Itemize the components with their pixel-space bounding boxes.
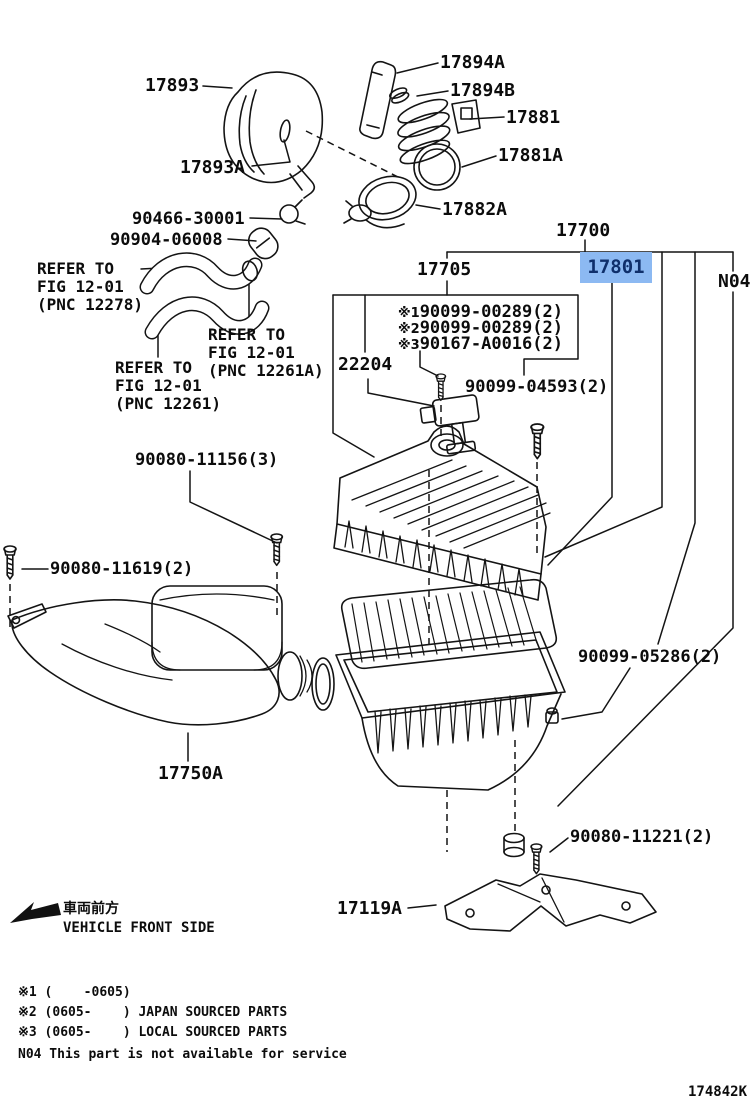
vehicle-front-label-jp: 車両前方	[63, 901, 119, 917]
bolt-90080-11221-icon	[530, 843, 543, 875]
refer-note-pnc12261: REFER TO FIG 12-01 (PNC 12261)	[115, 358, 221, 413]
clamp-90466-drawing	[279, 199, 306, 225]
refer-note-pnc12261a: REFER TO FIG 12-01 (PNC 12261A)	[208, 325, 324, 380]
sub1-marker: ※1	[398, 306, 420, 321]
callout-17750a: 17750A	[158, 763, 224, 784]
callout-n04: N04	[718, 271, 751, 292]
inlet-pipe-drawing	[359, 60, 397, 140]
vehicle-front-arrow-icon	[10, 902, 61, 923]
air-cleaner-cap-drawing	[333, 425, 551, 601]
vacuum-hoses-drawing	[139, 252, 270, 340]
callout-90904-06008: 90904-06008	[110, 230, 223, 250]
screw-90099-04593-icon	[435, 373, 447, 402]
callout-90080-11156: 90080-11156(3)	[135, 450, 279, 470]
lower-hose-drawing	[343, 175, 417, 229]
callout-17700: 17700	[556, 220, 611, 241]
callout-90099-04593: 90099-04593(2)	[465, 377, 609, 397]
callout-17881a: 17881A	[498, 145, 564, 166]
callout-90466-30001: 90466-30001	[132, 209, 245, 229]
footnote-3: ※3 (0605- ) LOCAL SOURCED PARTS	[18, 1025, 288, 1040]
callout-17894b: 17894B	[450, 80, 516, 101]
callout-17801-selected[interactable]: 17801	[580, 252, 652, 283]
maf-sensor-drawing	[419, 394, 480, 455]
connector-90904-drawing	[247, 227, 279, 260]
sub2-marker: ※2	[398, 322, 420, 337]
screw-90080-11156-icon	[270, 533, 284, 567]
substitution-note-2: ※290099-00289(2)	[398, 318, 563, 338]
callout-17881: 17881	[506, 107, 561, 128]
sub3-marker: ※3	[398, 338, 420, 353]
bracket-17119a-drawing	[444, 873, 657, 932]
drawing-code: 174842K	[688, 1084, 748, 1100]
sub1-number: 90099-00289(2)	[419, 302, 563, 322]
resonator-drawing	[223, 71, 324, 199]
footnote-n04: N04 This part is not available for servi…	[18, 1047, 347, 1062]
hose-clamp-ring-drawing	[413, 143, 461, 191]
air-inlet-duct-drawing	[7, 585, 313, 726]
air-hose-drawing	[397, 98, 481, 165]
footnote-1: ※1 ( -0605)	[18, 985, 131, 1000]
clamp-17894b-drawing	[389, 87, 410, 104]
substitution-note-3: ※390167-A0016(2)	[398, 334, 563, 354]
callout-90080-11619: 90080-11619(2)	[50, 559, 194, 579]
screw-90099-04593b-icon	[530, 423, 545, 460]
sub3-number: 90167-A0016(2)	[419, 334, 563, 354]
bolt-90080-11619-icon	[3, 545, 17, 580]
air-cleaner-case-drawing	[311, 631, 566, 791]
vehicle-front-label-en: VEHICLE FRONT SIDE	[63, 920, 215, 936]
callout-17119a: 17119A	[337, 898, 403, 919]
callout-90080-11221: 90080-11221(2)	[570, 827, 714, 847]
sub2-number: 90099-00289(2)	[419, 318, 563, 338]
callout-22204: 22204	[338, 354, 393, 375]
filter-element-drawing	[340, 578, 558, 670]
callout-17893: 17893	[145, 75, 200, 96]
callout-90099-05286: 90099-05286(2)	[578, 647, 722, 667]
callout-17893a: 17893A	[180, 157, 246, 178]
leader-lines	[21, 62, 734, 909]
cushion-drawing	[503, 832, 525, 858]
callout-17894a: 17894A	[440, 52, 506, 73]
refer-note-pnc12278: REFER TO FIG 12-01 (PNC 12278)	[37, 259, 143, 314]
substitution-note-1: ※190099-00289(2)	[398, 302, 563, 322]
resonator-pin-drawing	[279, 119, 291, 143]
callout-17705: 17705	[417, 259, 472, 280]
footnote-2: ※2 (0605- ) JAPAN SOURCED PARTS	[18, 1005, 288, 1020]
callout-17882a: 17882A	[442, 199, 508, 220]
